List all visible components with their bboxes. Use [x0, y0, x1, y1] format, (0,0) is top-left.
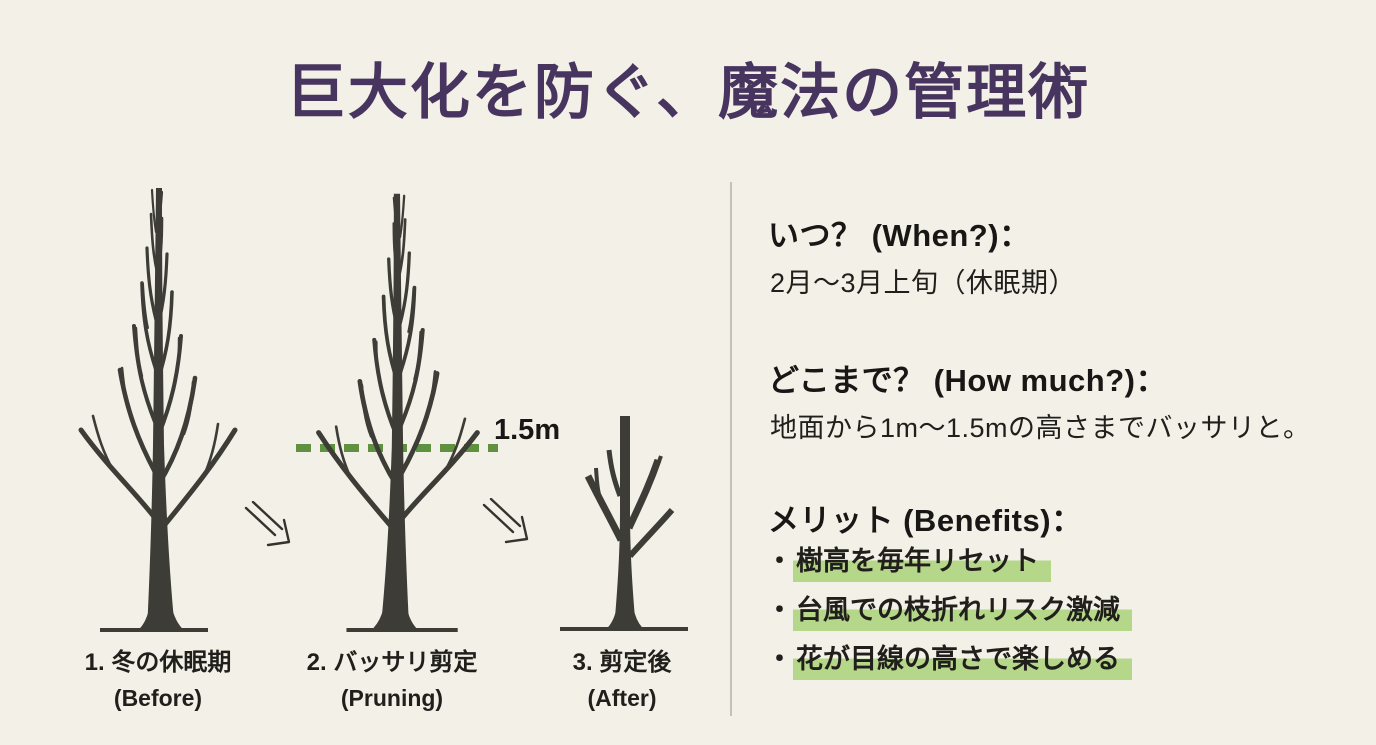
cut-height-label: 1.5m: [494, 414, 561, 446]
step-name: 3. 剪定後: [572, 649, 672, 676]
when-body: 2月〜3月上旬（休眠期）: [770, 268, 1077, 298]
step-caption: (Before): [113, 685, 203, 711]
step-name: 2. バッサリ剪定: [306, 649, 478, 676]
step-label-before: 1. 冬の休眠期 (Before): [48, 648, 268, 713]
step-name: 1. 冬の休眠期: [84, 649, 232, 676]
page-title: 巨大化を防ぐ、魔法の管理術: [285, 59, 1091, 126]
benefit-item: ・台風での枝折れリスク激減: [766, 593, 1132, 631]
tree-after-illustration: [548, 400, 700, 632]
benefits-list: ・樹高を毎年リセット ・台風での枝折れリスク激減 ・花が目線の高さで楽しめる: [766, 544, 1132, 691]
tree-before-illustration: [57, 170, 257, 632]
step-label-pruning: 2. バッサリ剪定 (Pruning): [282, 648, 502, 713]
benefit-item: ・樹高を毎年リセット: [766, 544, 1132, 582]
benefits-heading: メリット (Benefits)：: [768, 503, 1083, 538]
benefit-item: ・花が目線の高さで楽しめる: [766, 642, 1132, 680]
tree-pruning-illustration: [296, 176, 502, 632]
benefit-text: 樹高を毎年リセット: [793, 544, 1051, 582]
bullet-marker: ・: [766, 546, 793, 576]
step-label-after: 3. 剪定後 (After): [512, 648, 732, 713]
step-caption: (After): [587, 685, 657, 711]
step-caption: (Pruning): [340, 685, 444, 711]
bullet-marker: ・: [766, 644, 793, 674]
benefit-text: 台風での枝折れリスク激減: [793, 593, 1132, 631]
howmuch-heading: どこまで？ (How much?)：: [768, 363, 1167, 398]
benefit-text: 花が目線の高さで楽しめる: [793, 642, 1132, 680]
howmuch-body: 地面から1m〜1.5mの高さまでバッサリと。: [770, 413, 1311, 443]
transition-arrow-icon: [244, 501, 291, 547]
bullet-marker: ・: [766, 595, 793, 625]
vertical-divider: [730, 182, 732, 716]
transition-arrow-icon: [482, 498, 529, 544]
when-heading: いつ？ (When?)：: [768, 218, 1031, 253]
